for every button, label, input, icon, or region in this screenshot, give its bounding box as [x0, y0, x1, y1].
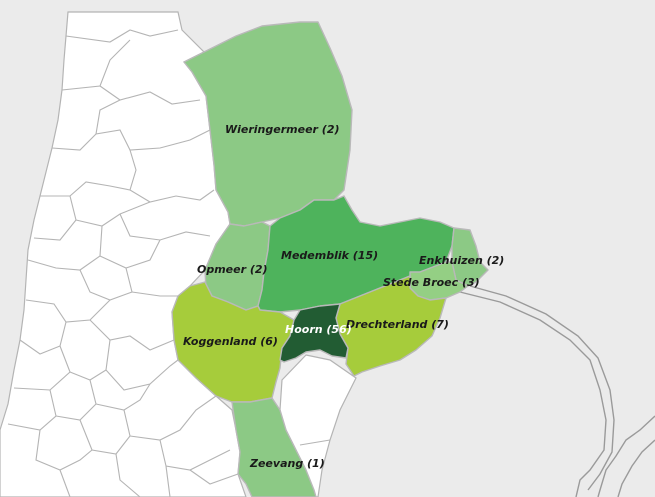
label-medemblik: Medemblik (15)	[281, 249, 378, 262]
label-enkhuizen: Enkhuizen (2)	[419, 254, 504, 267]
label-wieringermeer: Wieringermeer (2)	[225, 123, 340, 136]
label-stede-broec: Stede Broec (3)	[383, 276, 480, 289]
label-koggenland: Koggenland (6)	[183, 335, 278, 348]
municipal-borders	[7, 29, 331, 497]
label-hoorn: Hoorn (56)	[285, 323, 352, 336]
region-enkhuizen[interactable]	[451, 227, 489, 287]
label-drechterland: Drechterland (7)	[346, 318, 449, 331]
label-opmeer: Opmeer (2)	[197, 263, 268, 276]
label-zeevang: Zeevang (1)	[249, 457, 325, 470]
region-koggenland[interactable]	[171, 281, 295, 403]
coastlines	[459, 285, 655, 497]
region-zeevang[interactable]	[231, 397, 317, 497]
region-hoorn[interactable]	[279, 303, 349, 363]
